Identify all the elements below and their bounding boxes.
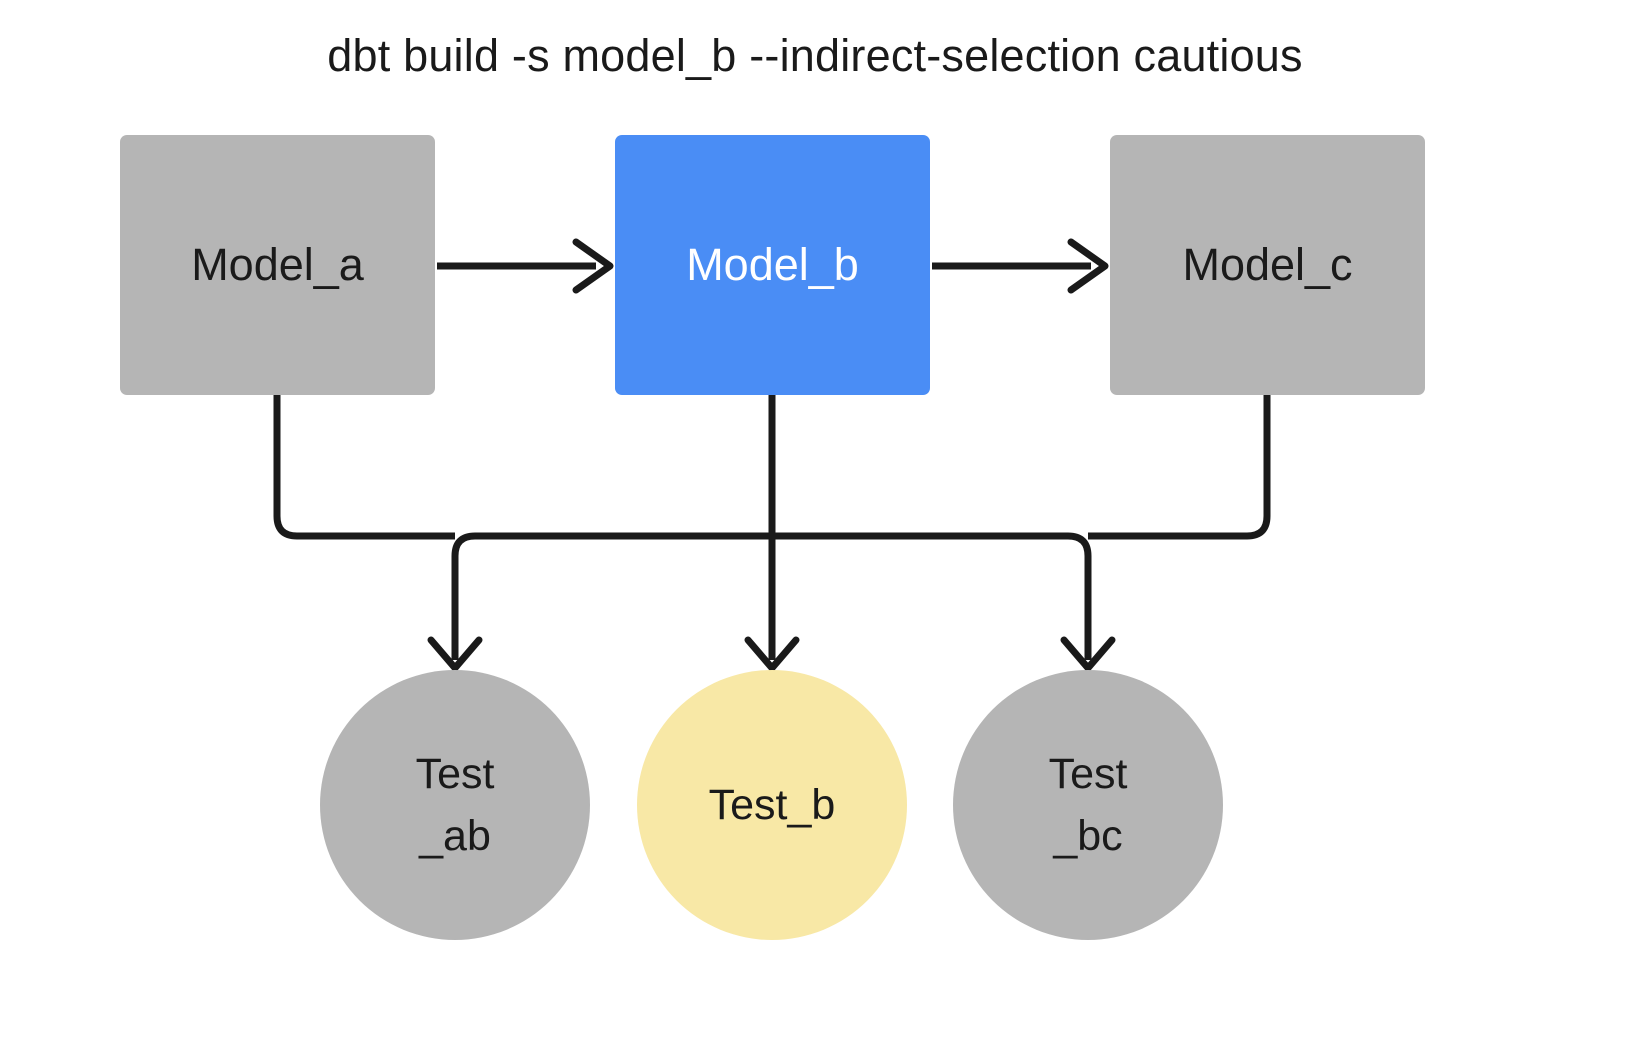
node-model-b-label: Model_b (686, 239, 859, 290)
arrowhead-test-b (744, 636, 800, 672)
node-test-bc-label-line1: Test (1048, 749, 1128, 798)
node-model-a: Model_a (120, 135, 435, 395)
arrowhead-model-b-to-model-c (1067, 238, 1109, 294)
node-test-b-label: Test_b (708, 780, 836, 829)
node-test-ab-label-line2: _ab (419, 812, 491, 860)
arrowhead-model-a-to-model-b (572, 238, 614, 294)
page-title: dbt build -s model_b --indirect-selectio… (327, 30, 1303, 81)
arrowhead-test-bc (1060, 636, 1116, 672)
node-test-ab-label-line1: Test (415, 749, 495, 798)
connector-model-c-feed (1088, 395, 1271, 540)
node-test-b: Test_b (637, 670, 907, 940)
connector-model-a-feed (273, 395, 455, 540)
node-test-bc-label-line2: _bc (1053, 812, 1123, 860)
node-model-a-label: Model_a (191, 239, 364, 290)
connector-branch-bus (451, 532, 1092, 660)
node-test-ab: Test _ab (320, 670, 590, 940)
node-model-b: Model_b (615, 135, 930, 395)
node-model-c: Model_c (1110, 135, 1425, 395)
arrowhead-test-ab (427, 636, 483, 672)
node-model-c-label: Model_c (1182, 239, 1353, 290)
node-test-bc: Test _bc (953, 670, 1223, 940)
